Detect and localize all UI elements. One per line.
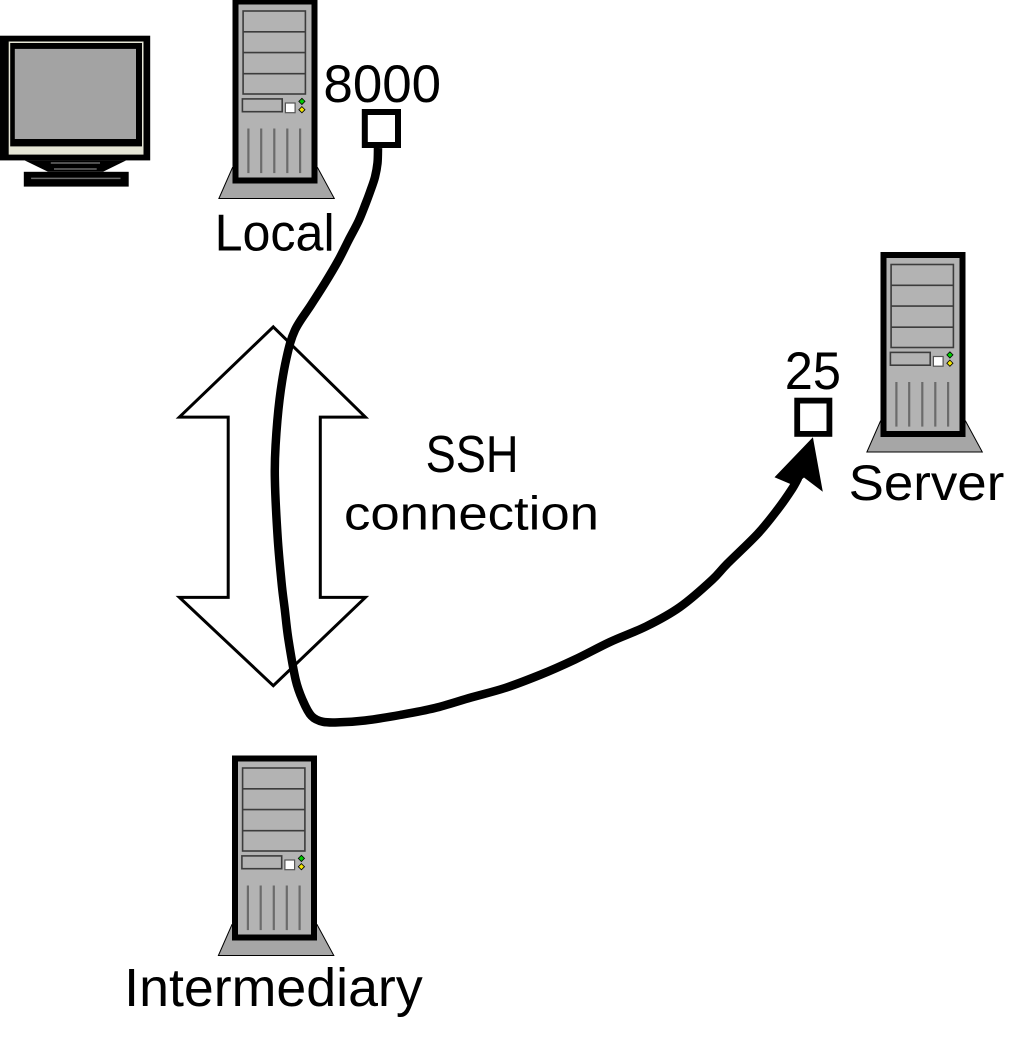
svg-text:Local: Local <box>215 205 335 263</box>
svg-text:connection: connection <box>344 487 599 540</box>
svg-text:Server: Server <box>849 455 1005 511</box>
svg-text:SSH: SSH <box>426 425 519 483</box>
svg-text:8000: 8000 <box>323 55 441 114</box>
svg-text:25: 25 <box>785 342 841 401</box>
svg-text:Intermediary: Intermediary <box>124 959 423 1018</box>
